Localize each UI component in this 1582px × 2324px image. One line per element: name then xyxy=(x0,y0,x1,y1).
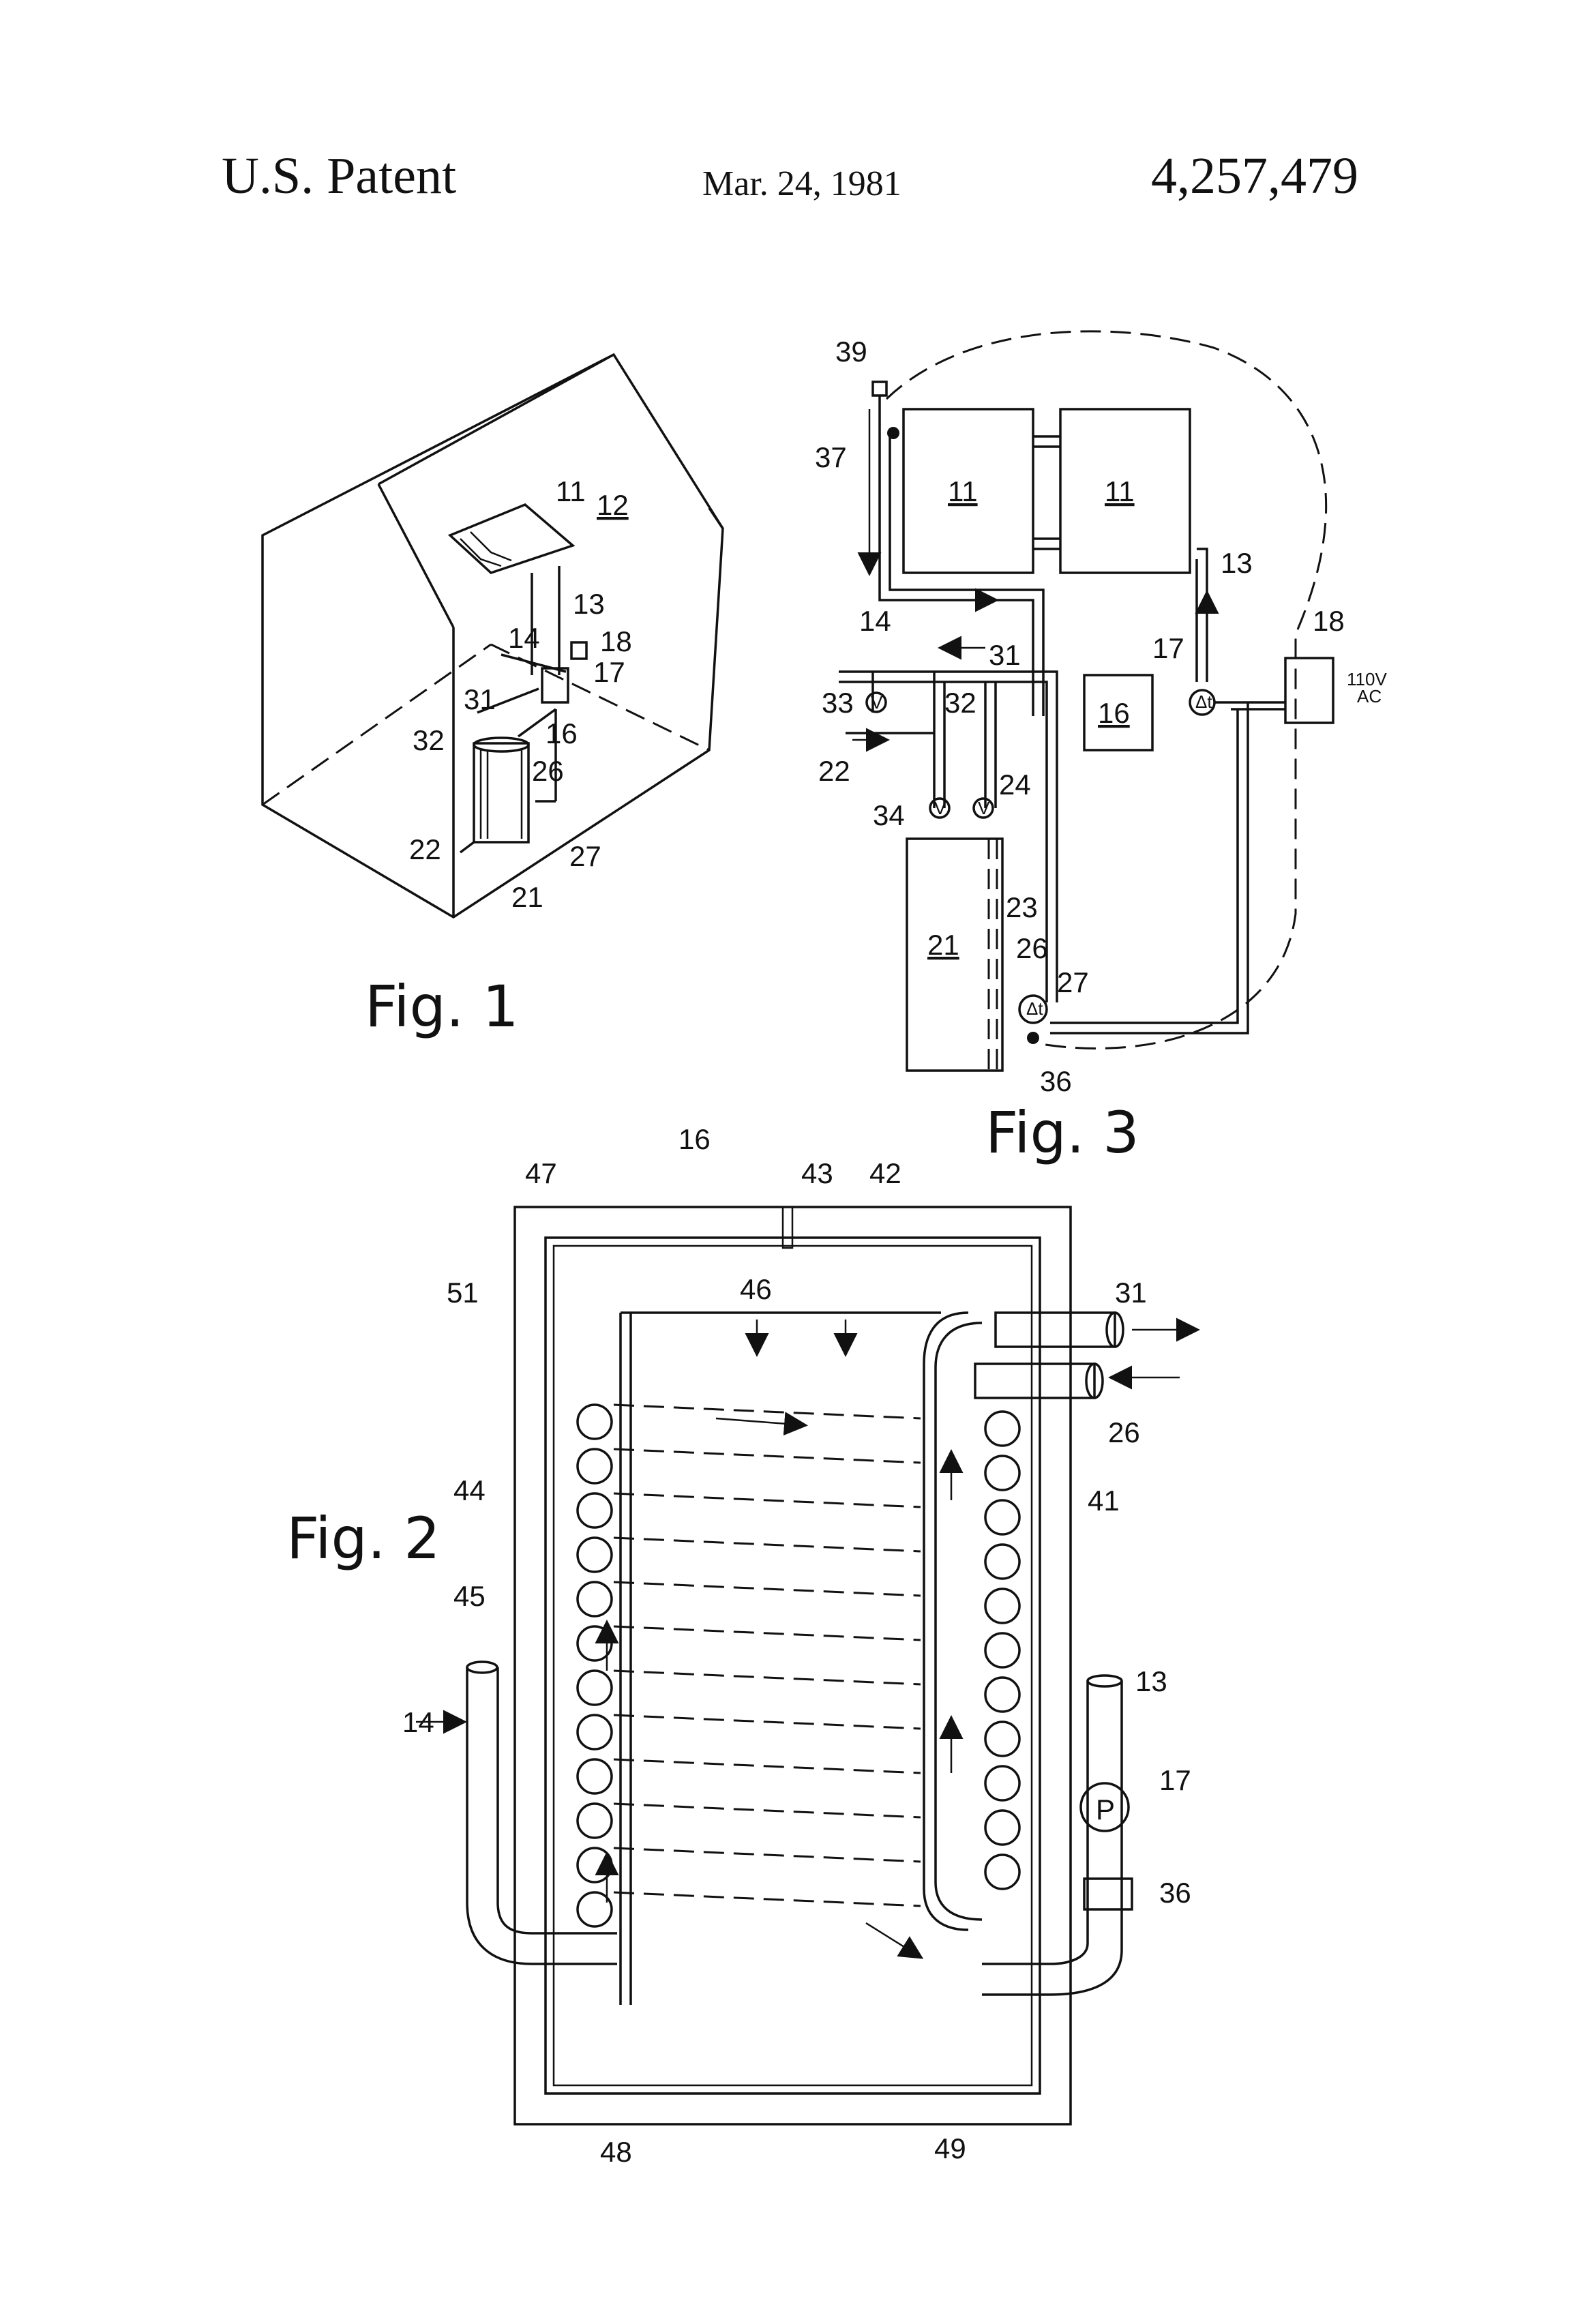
fig2-inlet-pipe-14 xyxy=(416,1662,617,1964)
fig3-label-27: 27 xyxy=(1057,966,1089,998)
fig1-label-22: 22 xyxy=(409,833,441,865)
fig1-label-32: 32 xyxy=(413,724,445,756)
fig2-casing xyxy=(515,1207,1071,2124)
fig2-label-26: 26 xyxy=(1108,1416,1140,1448)
fig3-pump-symbol: Δt xyxy=(1195,691,1212,712)
fig3-label-36: 36 xyxy=(1040,1065,1072,1097)
fig3-label-18: 18 xyxy=(1313,605,1345,637)
fig2-label-14: 14 xyxy=(402,1706,434,1738)
fig3-label-11a: 11 xyxy=(948,475,978,507)
fig1-label-14: 14 xyxy=(508,622,540,654)
fig2-label-43: 43 xyxy=(801,1157,833,1189)
fig2-label-49: 49 xyxy=(934,2132,966,2164)
fig1-label-18: 18 xyxy=(600,625,632,657)
fig2-label-47: 47 xyxy=(525,1157,557,1189)
fig2-outlet-pipes xyxy=(975,1313,1197,1398)
fig3-label-34: 34 xyxy=(873,799,905,831)
fig2-label-13: 13 xyxy=(1135,1665,1167,1697)
fig1-collector xyxy=(450,505,573,573)
fig3-valve-33-symbol: V xyxy=(871,692,883,713)
fig2-label-36: 36 xyxy=(1159,1877,1191,1909)
fig1-label-17: 17 xyxy=(593,656,625,688)
fig1-label-16: 16 xyxy=(546,717,578,749)
fig3-valve-24-symbol: V xyxy=(978,798,990,818)
fig1-caption: Fig. 1 xyxy=(365,973,519,1040)
fig3-label-17: 17 xyxy=(1152,632,1184,664)
fig3-label-14: 14 xyxy=(859,605,891,637)
fig2-outlet-pipe-13 xyxy=(982,1675,1132,1995)
fig3-label-13: 13 xyxy=(1221,547,1253,579)
fig3-controller xyxy=(1285,658,1333,723)
fig2-label-17: 17 xyxy=(1159,1764,1191,1796)
figure-2: 16 43 42 47 46 51 31 26 41 44 45 14 13 1… xyxy=(286,1123,1197,2168)
house-outline xyxy=(263,355,723,917)
fig3-label-16: 16 xyxy=(1098,697,1130,729)
fig3-label-24: 24 xyxy=(999,769,1031,801)
fig2-label-31: 31 xyxy=(1115,1277,1147,1309)
fig1-label-21: 21 xyxy=(511,881,543,913)
fig3-label-31: 31 xyxy=(989,639,1021,671)
fig3-label-22: 22 xyxy=(818,755,850,787)
fig1-label-13: 13 xyxy=(573,588,605,620)
fig2-label-44: 44 xyxy=(453,1474,486,1506)
fig1-label-12: 12 xyxy=(597,489,629,521)
fig3-label-32: 32 xyxy=(944,687,976,719)
fig3-sensor-symbol: Δt xyxy=(1026,998,1043,1019)
fig2-label-41: 41 xyxy=(1088,1485,1120,1517)
fig3-label-21: 21 xyxy=(927,929,959,961)
fig3-label-33: 33 xyxy=(822,687,854,719)
fig2-right-coils xyxy=(924,1313,1019,1930)
fig1-tank xyxy=(460,738,528,852)
fig3-label-37: 37 xyxy=(815,441,847,473)
fig2-label-51: 51 xyxy=(447,1277,479,1309)
fig2-dashed-tubes xyxy=(614,1405,921,1906)
fig3-label-39: 39 xyxy=(835,336,867,368)
fig2-label-46: 46 xyxy=(740,1273,772,1305)
fig2-sensor xyxy=(1084,1879,1132,1909)
fig1-label-26: 26 xyxy=(532,755,564,787)
fig1-label-27: 27 xyxy=(569,840,601,872)
fig2-label-42: 42 xyxy=(869,1157,901,1189)
fig3-label-26: 26 xyxy=(1016,932,1048,964)
fig3-valve-34-symbol: V xyxy=(934,798,946,818)
figure-3: 39 37 11 11 13 14 18 110V AC 31 17 16 33… xyxy=(815,331,1387,1166)
figure-1: 11 12 13 14 18 17 16 31 32 26 27 22 21 F… xyxy=(263,355,723,1040)
fig2-label-48: 48 xyxy=(600,2136,632,2168)
fig2-caption: Fig. 2 xyxy=(286,1505,441,1572)
fig3-label-11b: 11 xyxy=(1105,475,1135,507)
fig3-label-ac: AC xyxy=(1357,686,1382,706)
fig2-pump-symbol: P xyxy=(1096,1793,1115,1826)
fig3-label-23: 23 xyxy=(1006,891,1038,923)
fig2-label-16: 16 xyxy=(678,1123,711,1155)
fig3-caption: Fig. 3 xyxy=(985,1099,1139,1166)
fig1-label-11: 11 xyxy=(556,475,586,507)
fig2-label-45: 45 xyxy=(453,1580,486,1612)
fig1-label-31: 31 xyxy=(464,683,496,715)
